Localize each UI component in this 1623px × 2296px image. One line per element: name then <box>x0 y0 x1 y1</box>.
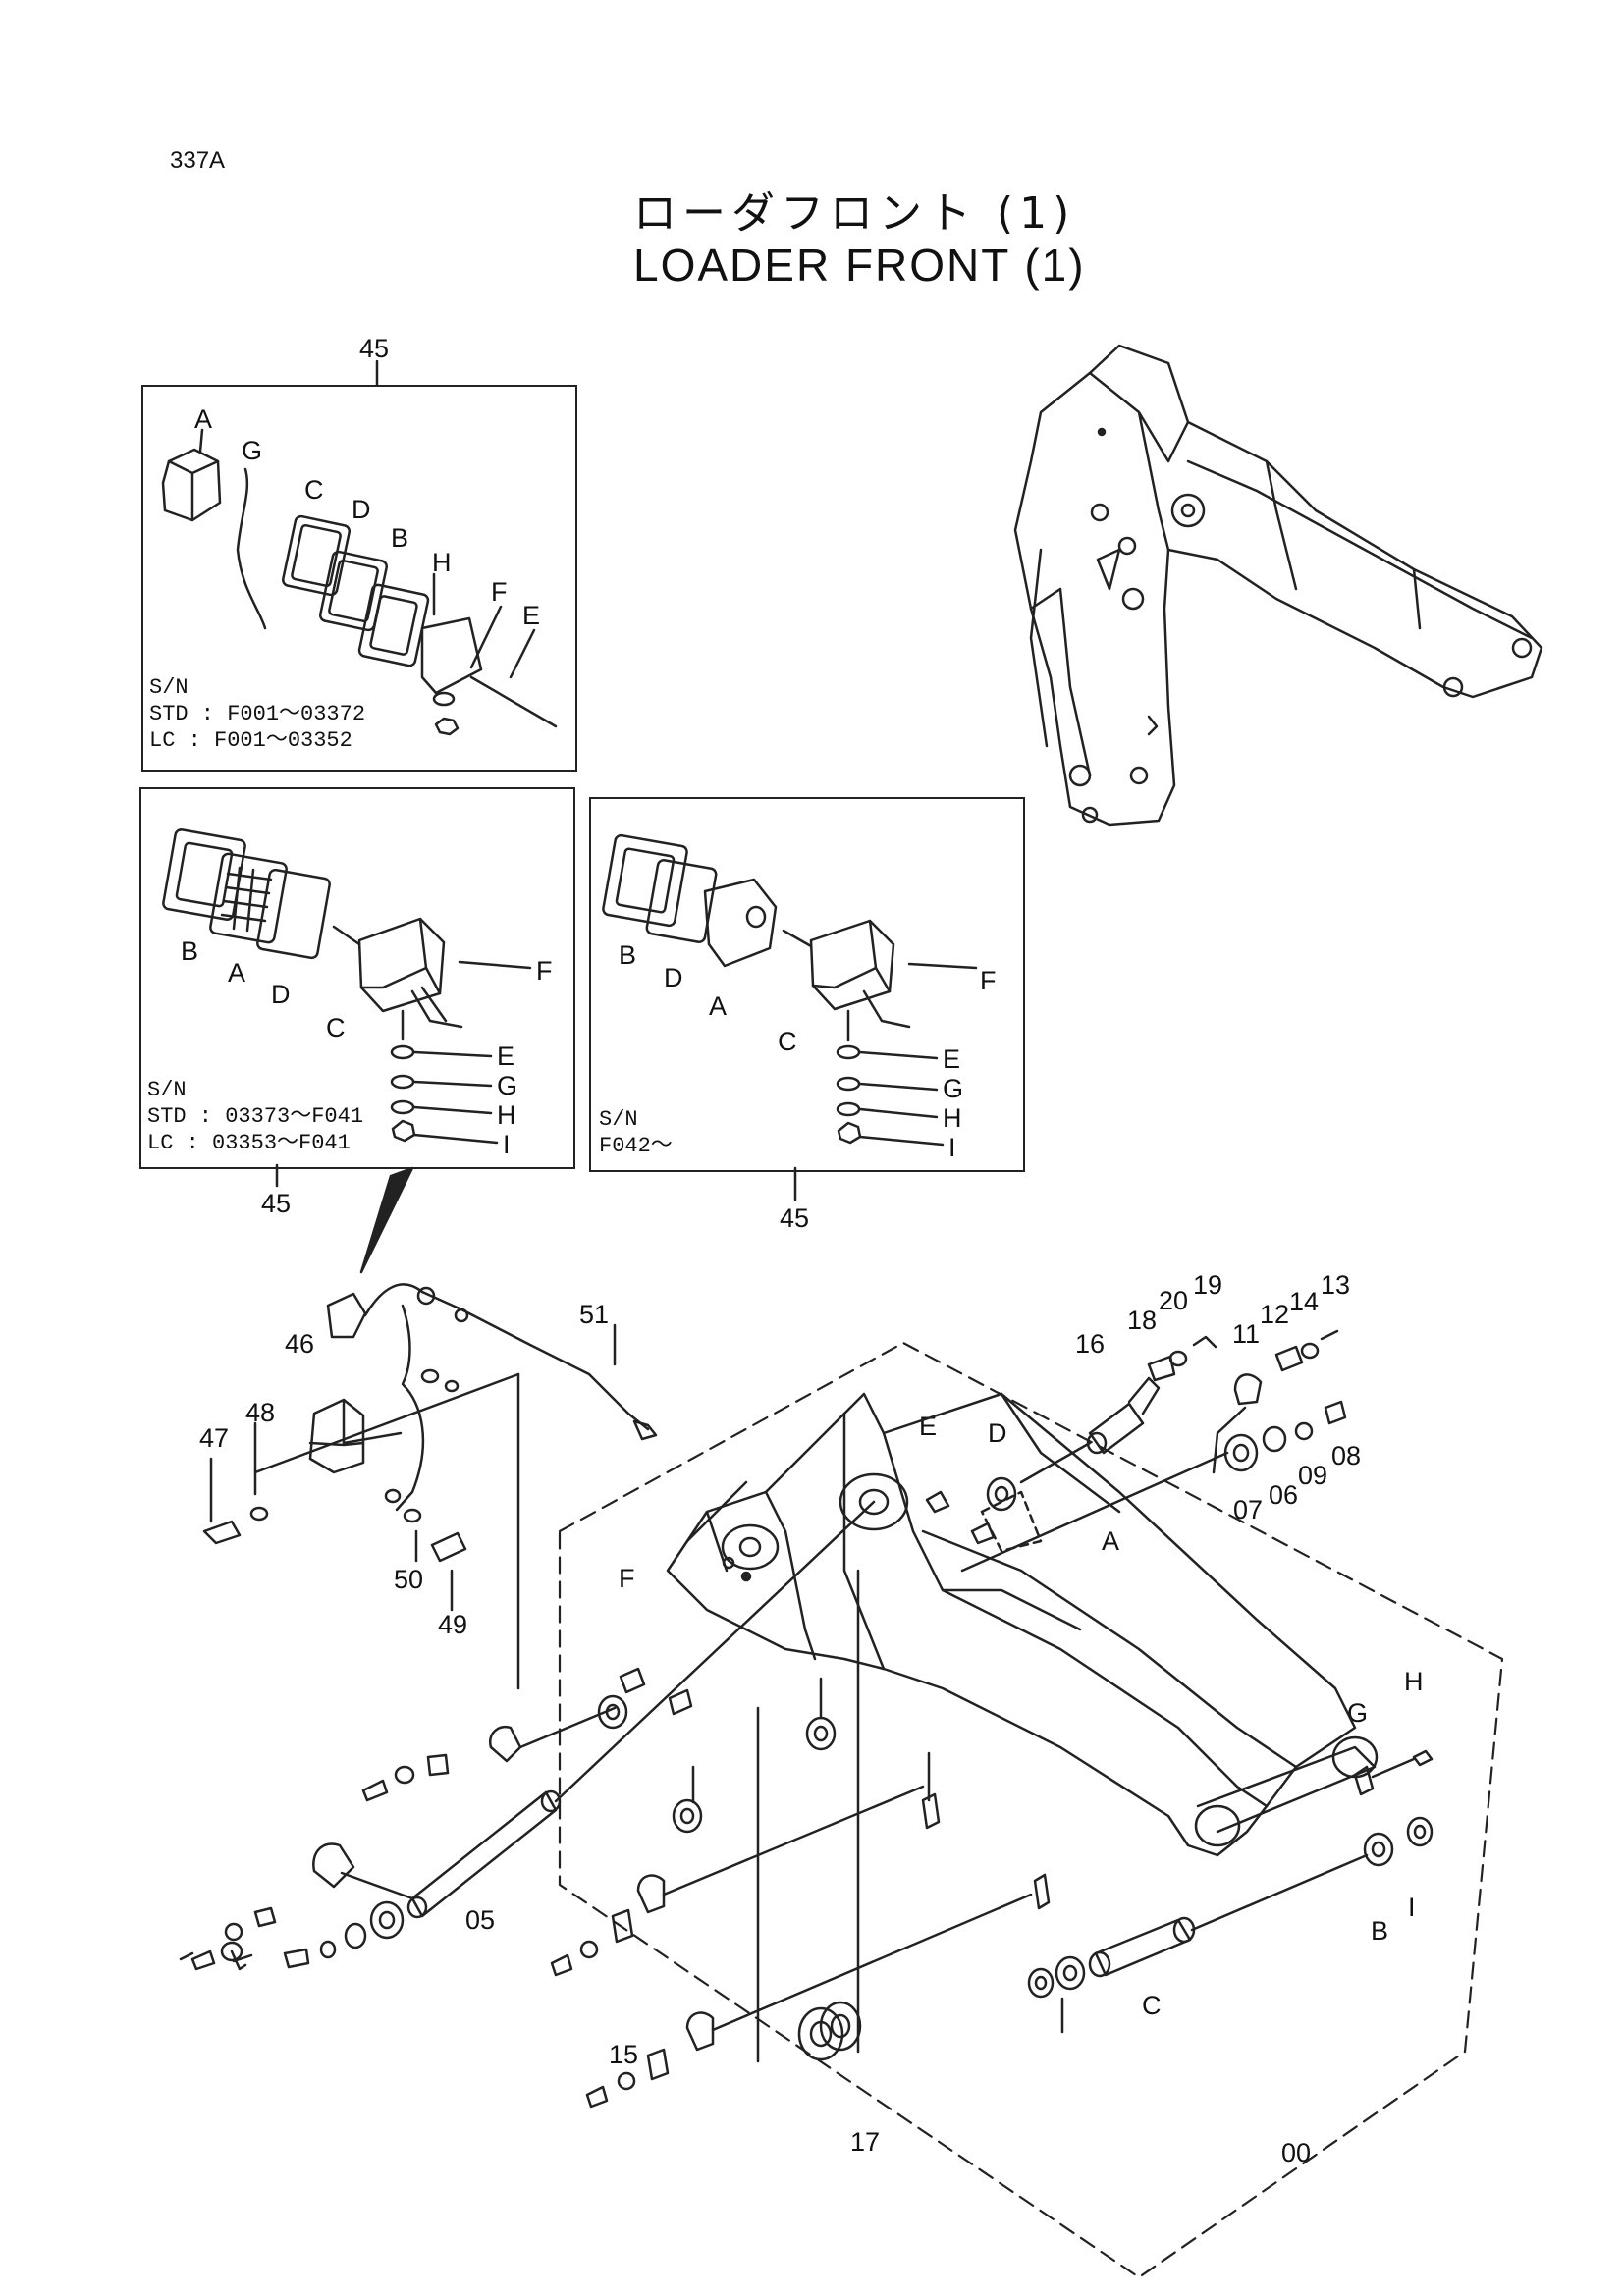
callout-label: 08 <box>1331 1441 1362 1470</box>
bushings <box>597 1476 1051 1910</box>
callout-label: D <box>988 1418 1007 1448</box>
sn-line: S/N <box>147 1078 187 1102</box>
callout-label: B <box>391 523 409 553</box>
pin-hardware-front <box>1027 1749 1434 2034</box>
sn-block-early: S/N STD : F001～03372 LC : F001～03352 <box>149 674 365 754</box>
inset-lamp-early <box>141 385 577 772</box>
callout-label: B <box>1371 1916 1389 1946</box>
callout-label: 46 <box>285 1329 315 1359</box>
callout-label: H <box>497 1100 516 1130</box>
callout-label: 15 <box>609 2040 639 2069</box>
callout-label: 50 <box>394 1565 424 1594</box>
callout-label: 09 <box>1298 1461 1328 1490</box>
callout-label: C <box>1142 1991 1162 2020</box>
sn-line: LC : 03353～F041 <box>147 1131 351 1155</box>
callout-label: 18 <box>1127 1306 1158 1335</box>
callout-label: D <box>271 980 291 1009</box>
inset-lamp-late <box>589 797 1025 1172</box>
title-english: LOADER FRONT (1) <box>633 240 1086 291</box>
sn-line: S/N <box>149 675 189 700</box>
callout-label: 48 <box>245 1398 276 1427</box>
loader-boom-perspective <box>1013 344 1543 827</box>
callout-label: E <box>497 1041 515 1071</box>
pin-hardware-lower <box>550 1569 1033 2109</box>
callout-label: E <box>943 1044 961 1074</box>
pin-hardware-right <box>960 1329 1347 1573</box>
callout-label: F <box>491 577 508 607</box>
callout-label: 20 <box>1159 1286 1189 1315</box>
inset-lamp-mid <box>139 787 575 1169</box>
callout-label: H <box>1404 1667 1424 1696</box>
callout-label: H <box>943 1103 962 1133</box>
callout-label: A <box>1102 1526 1120 1556</box>
callout-label: 49 <box>438 1610 468 1639</box>
lamp-assembly-late <box>602 833 978 1201</box>
callout-label: B <box>619 940 637 970</box>
callout-label: C <box>778 1027 797 1056</box>
sn-block-late: S/N F042～ <box>599 1106 673 1159</box>
callout-label: 05 <box>465 1905 496 1935</box>
callout-label: F <box>980 966 997 995</box>
sn-line: STD : 03373～F041 <box>147 1104 364 1129</box>
callout-label: 17 <box>850 2127 881 2157</box>
callout-label: D <box>352 495 371 524</box>
callout-label: C <box>326 1013 346 1042</box>
callout-label: A <box>194 404 213 434</box>
callout-label: 13 <box>1321 1270 1351 1300</box>
callout-label: B <box>181 936 199 966</box>
page-code: 337A <box>170 147 226 174</box>
callout-label: H <box>432 548 452 577</box>
callout-label: E <box>522 601 541 630</box>
callout-label: G <box>242 436 263 465</box>
assembly-boundary <box>558 1341 1504 2279</box>
inset-ref-45: 45 <box>261 1189 292 1218</box>
callout-label: F <box>619 1564 635 1593</box>
sn-line: STD : F001～03372 <box>149 702 366 726</box>
sn-line: S/N <box>599 1107 638 1132</box>
pin-shaft-05 <box>179 1500 876 1971</box>
work-lamp-bracket <box>202 1283 658 1690</box>
callout-label: 16 <box>1075 1329 1106 1359</box>
lamp-assembly-early <box>161 359 558 736</box>
inset-ref-45: 45 <box>780 1203 810 1233</box>
inset-ref-45: 45 <box>359 334 390 363</box>
callout-label: I <box>1408 1893 1416 1922</box>
callout-label: D <box>664 963 683 992</box>
sn-line: LC : F001～03352 <box>149 728 352 753</box>
callout-label: I <box>948 1133 956 1162</box>
callout-label: 12 <box>1260 1300 1290 1329</box>
callout-label: A <box>709 991 728 1021</box>
callout-label: F <box>536 956 553 986</box>
callout-label: A <box>228 958 246 988</box>
callout-label: G <box>943 1074 964 1103</box>
callout-label: G <box>497 1071 518 1100</box>
callout-label: C <box>304 475 324 505</box>
pin-hardware-left <box>361 1706 617 1802</box>
callout-label: 14 <box>1289 1287 1320 1316</box>
title-japanese: ローダフロント (1) <box>633 188 1076 239</box>
callout-label: 19 <box>1193 1270 1223 1300</box>
callout-label: 06 <box>1269 1480 1299 1510</box>
callout-label: 47 <box>199 1423 230 1453</box>
sn-line: F042～ <box>599 1134 673 1158</box>
callout-label: 11 <box>1232 1319 1261 1349</box>
lamp-assembly-mid <box>162 828 532 1188</box>
callout-label: 51 <box>579 1300 610 1329</box>
sn-block-mid: S/N STD : 03373～F041 LC : 03353～F041 <box>147 1077 363 1156</box>
loader-boom-main <box>666 1392 1379 1857</box>
callout-label: I <box>503 1130 511 1159</box>
